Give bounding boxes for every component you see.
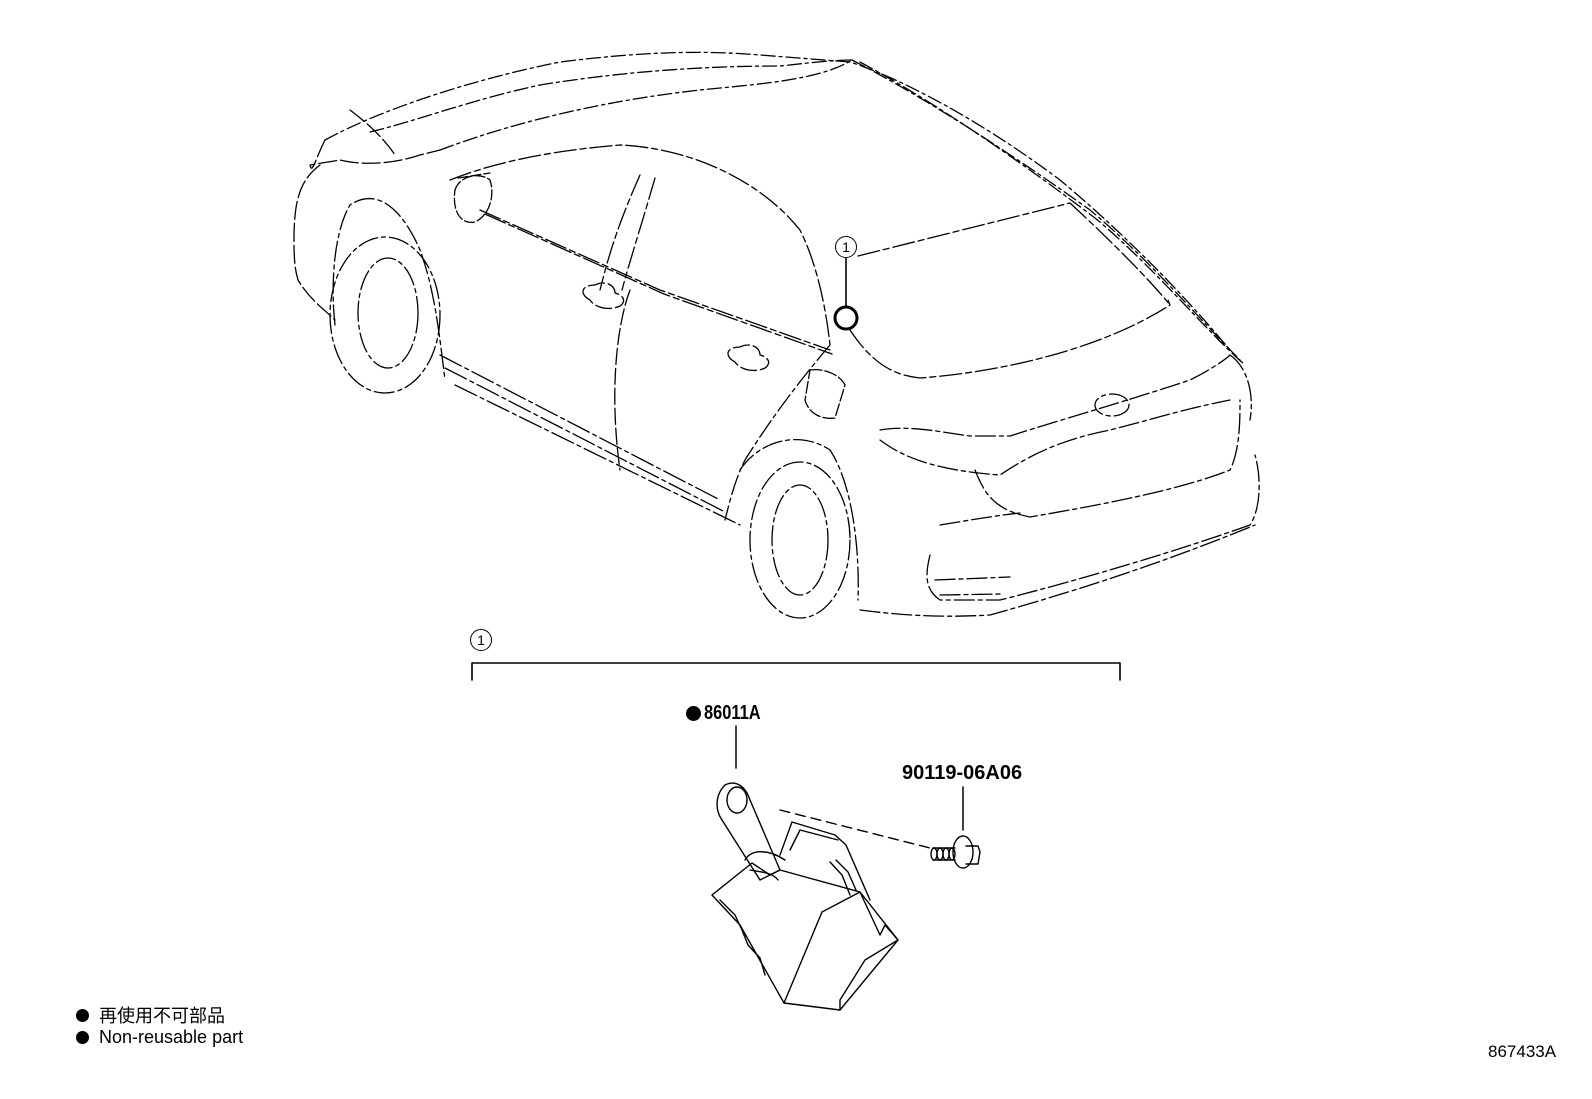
legend-item-jp: 再使用不可部品 (76, 1002, 225, 1028)
car-body-outline (324, 51, 1246, 366)
part-number: 90119-06A06 (902, 762, 1023, 784)
sensor-module-illustration (711, 782, 899, 1011)
illustration-code: 867433A (1488, 1042, 1557, 1061)
non-reusable-marker-icon (686, 706, 701, 721)
bullet-icon (76, 1031, 89, 1044)
part-number: 86011A (704, 702, 761, 724)
callout-number-car: 1 (835, 236, 857, 258)
legend-text: 再使用不可部品 (99, 1006, 225, 1026)
bolt-illustration (930, 835, 981, 869)
part-label-86011a[interactable]: 86011A (686, 702, 773, 725)
callout-number-group: 1 (470, 629, 492, 651)
group-bracket (471, 662, 1121, 681)
car-callout-leader (833, 257, 859, 331)
part-label-90119-06a06[interactable]: 90119-06A06 (902, 762, 1022, 785)
legend-item-en: Non-reusable part (76, 1027, 243, 1048)
legend-text: Non-reusable part (99, 1027, 244, 1047)
bullet-icon (76, 1008, 89, 1022)
